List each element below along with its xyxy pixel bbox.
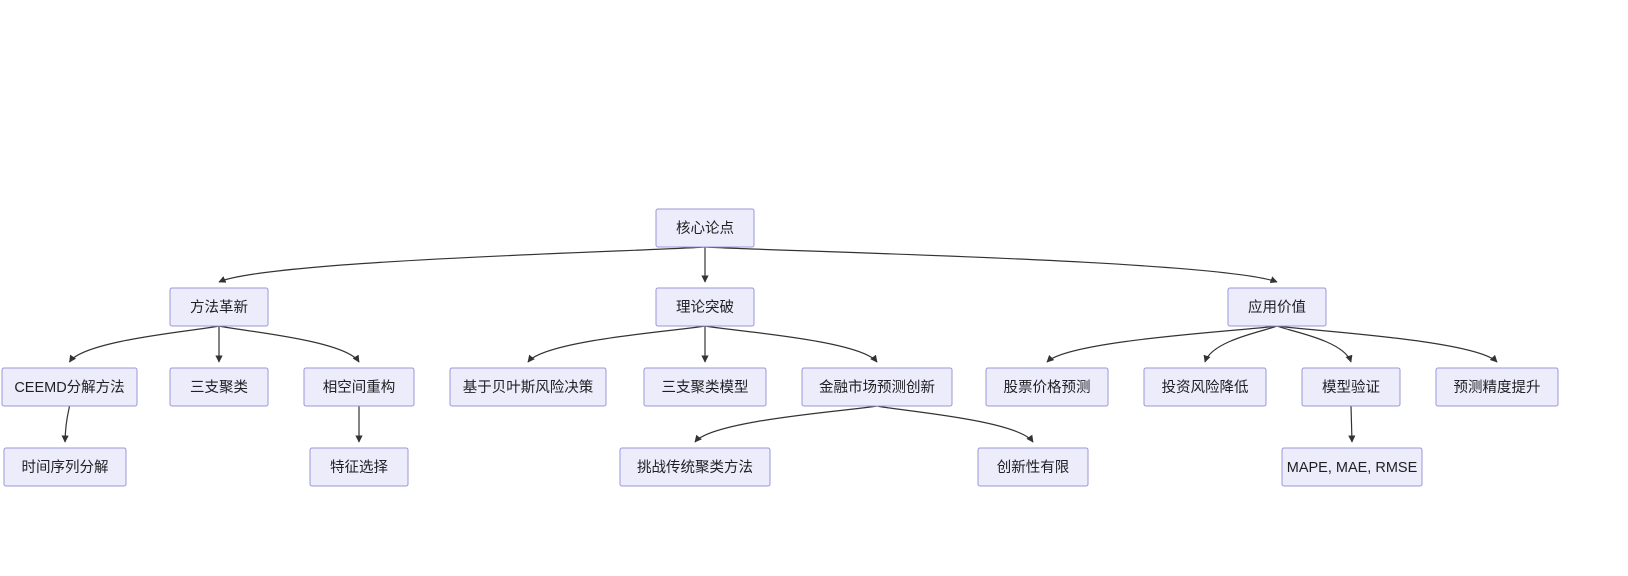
edge-l1c-to-l2c3: [1276, 325, 1353, 363]
node-l2b2[interactable]: 三支聚类模型: [643, 367, 767, 407]
node-l1c[interactable]: 应用价值: [1227, 287, 1327, 327]
node-root[interactable]: 核心论点: [655, 208, 755, 248]
node-box[interactable]: [985, 367, 1109, 407]
node-box[interactable]: [303, 367, 415, 407]
node-l2c3[interactable]: 模型验证: [1301, 367, 1401, 407]
node-l2c2[interactable]: 投资风险降低: [1143, 367, 1267, 407]
node-l2b1[interactable]: 基于贝叶斯风险决策: [449, 367, 607, 407]
node-l3a3[interactable]: 特征选择: [309, 447, 409, 487]
edge-l1a-to-l2a1: [69, 325, 220, 363]
node-box[interactable]: [3, 447, 127, 487]
node-l2c4[interactable]: 预测精度提升: [1435, 367, 1559, 407]
edge-root-to-l1c: [704, 246, 1278, 284]
node-l1b[interactable]: 理论突破: [655, 287, 755, 327]
edge-l1c-to-l2c1: [1046, 325, 1278, 363]
node-box[interactable]: [643, 367, 767, 407]
node-box[interactable]: [619, 447, 771, 487]
node-l2a1[interactable]: CEEMD分解方法: [1, 367, 138, 407]
node-l3b3a[interactable]: 挑战传统聚类方法: [619, 447, 771, 487]
edge-l2b3-to-l3b3a: [694, 405, 878, 443]
node-box[interactable]: [801, 367, 953, 407]
node-l1a[interactable]: 方法革新: [169, 287, 269, 327]
edge-l2c3-to-l3c3: [1348, 405, 1356, 443]
node-l2a3[interactable]: 相空间重构: [303, 367, 415, 407]
node-l3a1[interactable]: 时间序列分解: [3, 447, 127, 487]
edge-l2b3-to-l3b3b: [876, 405, 1034, 443]
edge-l1b-to-l2b1: [527, 325, 706, 363]
edge-l1c-to-l2c4: [1276, 325, 1498, 363]
edge-root-to-l1a: [218, 246, 706, 283]
node-l3c3[interactable]: MAPE, MAE, RMSE: [1281, 447, 1423, 487]
edge-l1c-to-l2c2: [1203, 325, 1278, 363]
node-l3b3b[interactable]: 创新性有限: [977, 447, 1089, 487]
node-box[interactable]: [449, 367, 607, 407]
node-box[interactable]: [977, 447, 1089, 487]
node-box[interactable]: [1281, 447, 1423, 487]
edge-l1b-to-l2b3: [704, 325, 878, 363]
node-box[interactable]: [169, 367, 269, 407]
node-box[interactable]: [1301, 367, 1401, 407]
node-box[interactable]: [1143, 367, 1267, 407]
edge-l2a1-to-l3a1: [61, 405, 71, 443]
node-l2c1[interactable]: 股票价格预测: [985, 367, 1109, 407]
edges-layer: [61, 246, 1498, 443]
node-box[interactable]: [655, 287, 755, 327]
node-l2b3[interactable]: 金融市场预测创新: [801, 367, 953, 407]
node-box[interactable]: [655, 208, 755, 248]
node-l2a2[interactable]: 三支聚类: [169, 367, 269, 407]
edge-l1a-to-l2a3: [218, 325, 360, 363]
node-box[interactable]: [1435, 367, 1559, 407]
node-box[interactable]: [309, 447, 409, 487]
node-box[interactable]: [1227, 287, 1327, 327]
node-box[interactable]: [169, 287, 269, 327]
node-box[interactable]: [1, 367, 138, 407]
